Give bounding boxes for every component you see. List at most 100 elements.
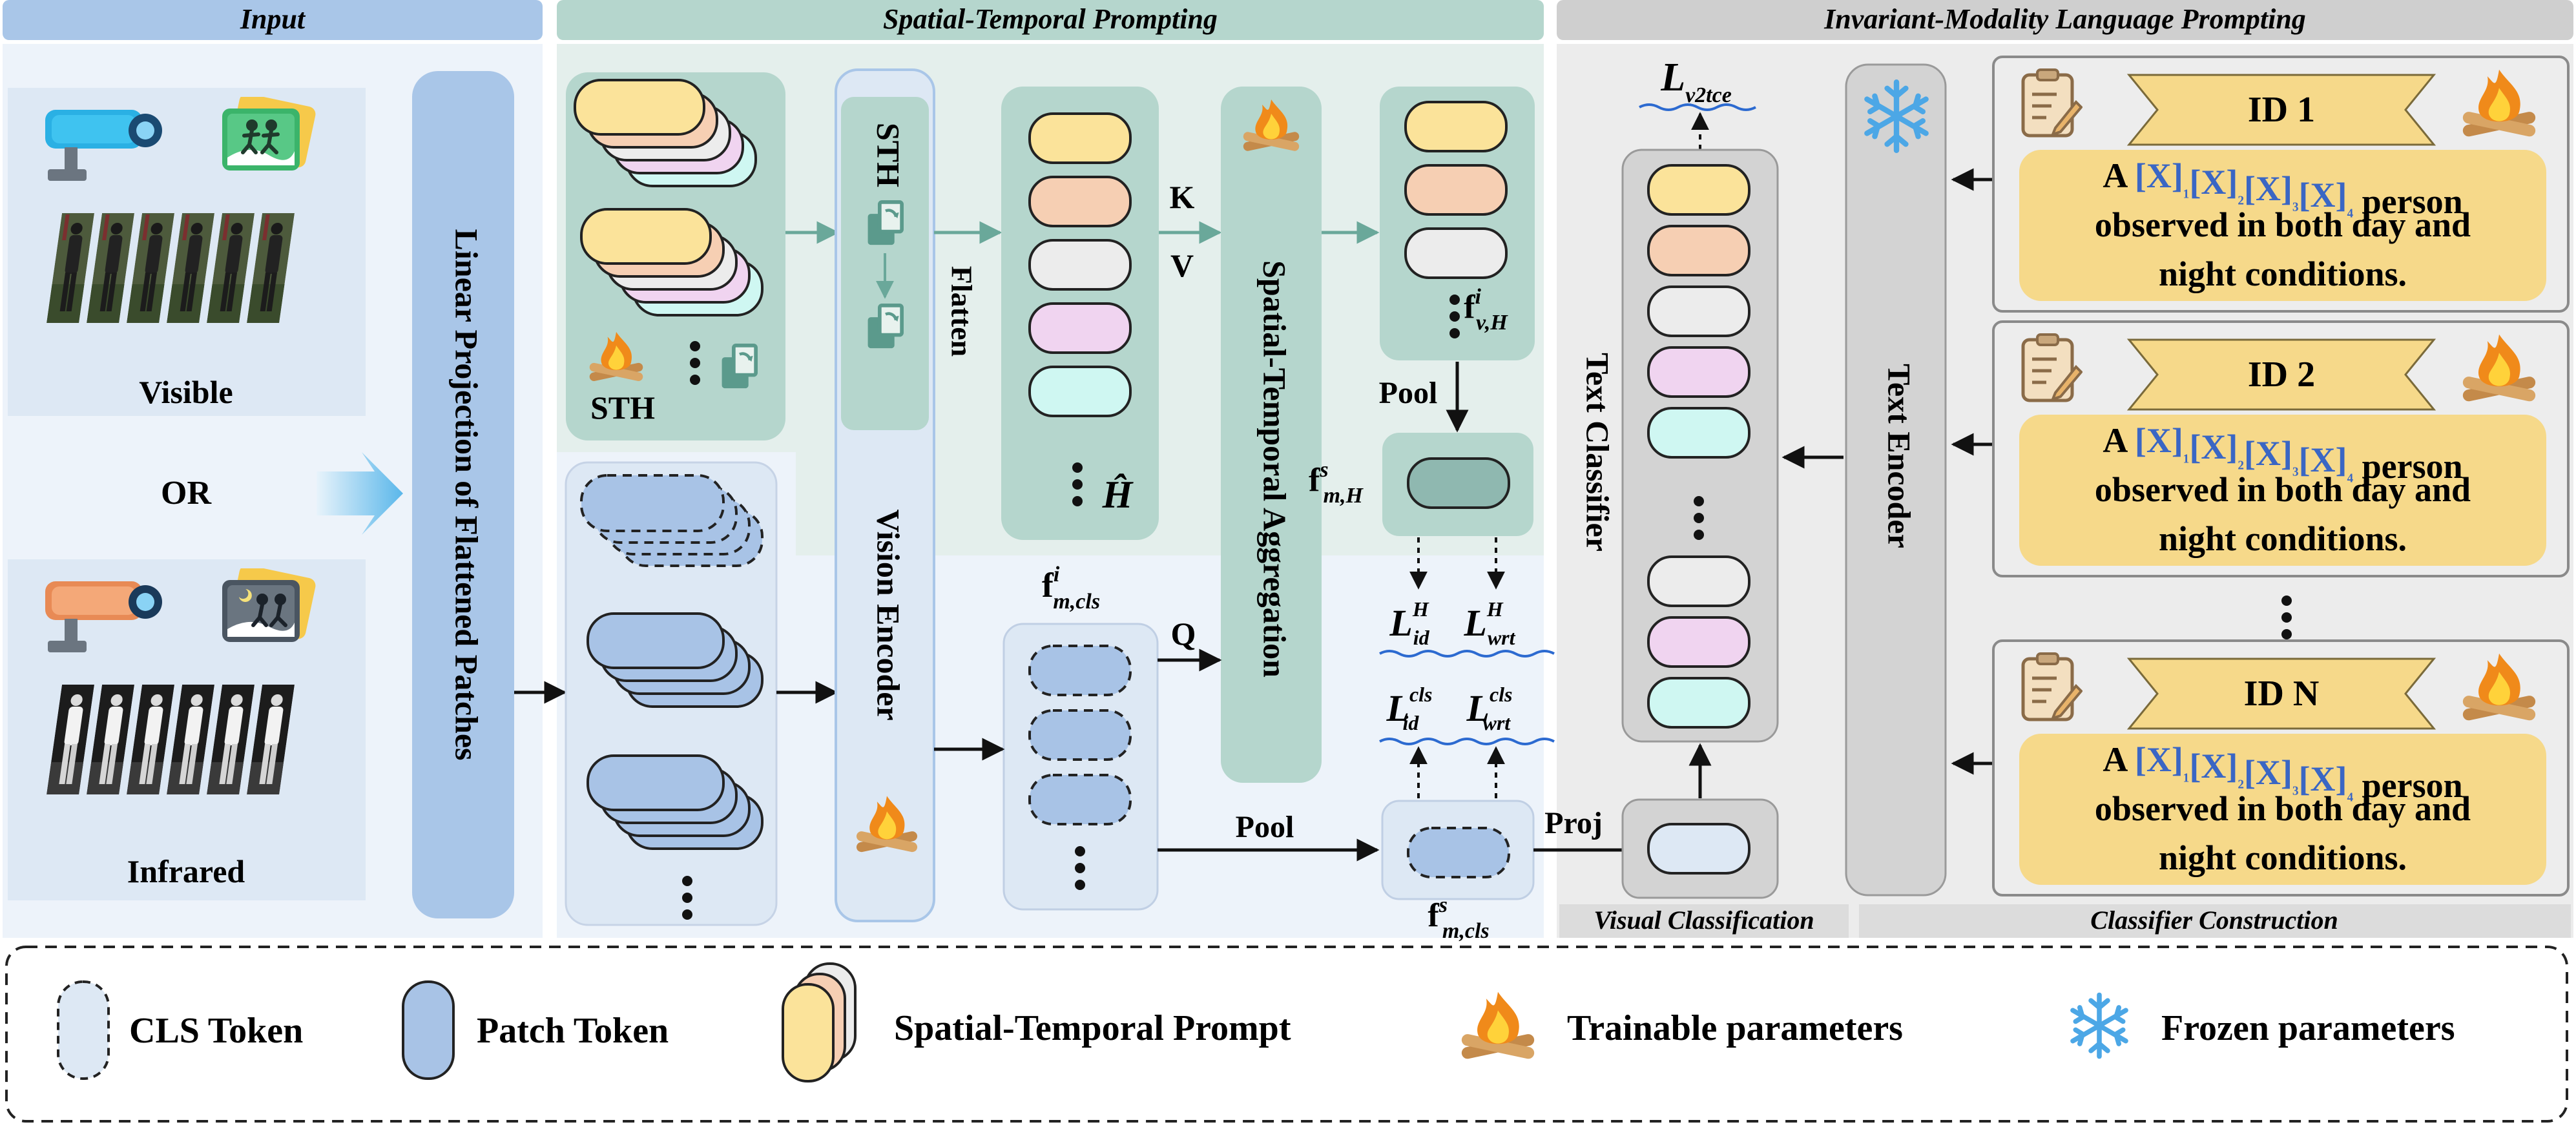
text-encoder-block (1845, 63, 1947, 896)
f-m-cls-token (1028, 645, 1132, 696)
f-m-cls-block (1002, 623, 1159, 911)
h-hat-token (1028, 239, 1132, 291)
sth-ellipsis-dot (690, 341, 700, 351)
text-classifier-label: Text Classifier (1580, 353, 1616, 552)
stp-header (557, 0, 1544, 40)
v-label: V (1170, 247, 1194, 284)
token-ellipsis-dot (682, 876, 692, 886)
classifier-token (1647, 285, 1750, 337)
f-m-cls-ellipsis-dot (1075, 863, 1085, 873)
h-hat-ellipsis-dot (1072, 496, 1083, 506)
f-v-h-block (1380, 87, 1535, 360)
legend-st-prompt-label: Spatial-Temporal Prompt (894, 1008, 1291, 1048)
id-ellipsis-dot (2281, 612, 2292, 623)
h-hat-ellipsis-dot (1072, 479, 1083, 490)
input-header-label: Input (240, 3, 306, 35)
f-m-h-token (1407, 457, 1510, 509)
patch-token-stack-1 (587, 612, 763, 708)
legend-cls-token-label: CLS Token (129, 1011, 303, 1051)
classifier-construction-label: Classifier Construction (2090, 906, 2338, 935)
classifier-construction-panel (1859, 904, 2571, 938)
classifier-token (1647, 164, 1750, 216)
q-label: Q (1171, 616, 1196, 652)
or-label: OR (161, 475, 212, 512)
legend-patch-token-swatch (402, 980, 455, 1080)
h-hat-ellipsis-dot (1072, 462, 1083, 473)
sth-label: STH (590, 389, 655, 426)
encoder-sth-label: STH (871, 123, 907, 187)
prompt-box (2019, 150, 2546, 301)
legend-box (5, 946, 2568, 1123)
f-v-h-token (1404, 227, 1508, 279)
st-prompt-stack-1 (574, 79, 757, 187)
id-ribbon (2126, 658, 2436, 730)
loss-v2tce: Lv2tce (1660, 56, 1732, 107)
vision-encoder-label: Vision Encoder (871, 509, 907, 720)
classifier-ellipsis-dot (1694, 496, 1704, 506)
aggregation-block (1221, 87, 1322, 783)
linear-projection-label: Linear Projection of Flattened Patches (449, 229, 485, 761)
f-m-cls-token (1028, 709, 1132, 761)
f-v-h-ellipsis-dot (1449, 311, 1460, 322)
classifier-ellipsis-dot (1694, 513, 1704, 523)
prompt-line-3: night conditions. (2159, 254, 2407, 293)
legend-trainable-label: Trainable parameters (1567, 1008, 1903, 1048)
f-v-h-ellipsis-dot (1449, 328, 1460, 338)
classifier-token (1647, 555, 1750, 607)
prompt-box (2019, 734, 2546, 885)
f-v-h-ellipsis-dot (1449, 295, 1460, 305)
prompt-line-1: A [X]₁[X]₂[X]₃[X]₄ person (2103, 740, 2462, 805)
prompt-line-1: A [X]₁[X]₂[X]₃[X]₄ person (2103, 156, 2462, 221)
prompt-line-2: observed in both day and (2095, 205, 2471, 244)
imlp-header (1557, 0, 2573, 40)
clipboard-icon (2023, 335, 2081, 400)
st-prompt-stack-2 (580, 208, 763, 316)
or-arrow (317, 452, 403, 535)
wave-h (1379, 650, 1555, 658)
classifier-token (1647, 677, 1750, 729)
patch-token-stack-2 (587, 754, 763, 850)
classifier-token (1647, 225, 1750, 276)
prompt-line-2: observed in both day and (2095, 470, 2471, 509)
aggregation-label: Spatial-Temporal Aggregation (1257, 260, 1293, 678)
f-v-h-token (1404, 101, 1508, 152)
proj-label: Proj (1544, 806, 1603, 840)
h-hat-token (1028, 366, 1132, 417)
classifier-token (1647, 616, 1750, 668)
prompt-line-1: A [X]₁[X]₂[X]₃[X]₄ person (2103, 421, 2462, 486)
input-header (3, 0, 543, 40)
f-m-cls-ellipsis-dot (1075, 880, 1085, 890)
flatten-label: Flatten (945, 266, 978, 357)
linear-projection-block (412, 71, 514, 918)
clipboard-icon (2023, 70, 2081, 136)
classifier-ellipsis-dot (1694, 530, 1704, 540)
id-label: ID N (2244, 674, 2320, 714)
h-hat-token (1028, 176, 1132, 227)
token-ellipsis-dot (682, 909, 692, 920)
cls-token-stack (580, 474, 763, 567)
token-ellipsis-dot (682, 893, 692, 903)
visible-label: Visible (139, 374, 233, 410)
id-ribbon (2126, 338, 2436, 411)
sth-ellipsis-dot (690, 375, 700, 385)
id-ellipsis-dot (2281, 596, 2292, 606)
h-hat-token (1028, 302, 1132, 354)
imlp-header-label: Invariant-Modality Language Prompting (1823, 3, 2306, 35)
id-ribbon (2126, 74, 2436, 146)
h-hat-token (1028, 112, 1132, 164)
stp-header-label: Spatial-Temporal Prompting (883, 3, 1218, 35)
wave-cls (1379, 738, 1555, 745)
clipboard-icon (2023, 654, 2081, 720)
id-label: ID 2 (2248, 355, 2315, 395)
